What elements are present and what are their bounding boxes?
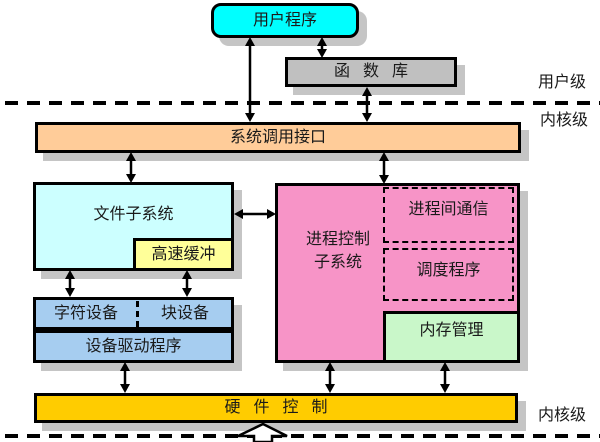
inter-process-communication-box: 进程间通信 xyxy=(383,187,514,243)
file-subsystem-label: 文件子系统 xyxy=(93,206,174,223)
inter-process-communication-label: 进程间通信 xyxy=(408,201,489,218)
memory-management-box: 内存管理 xyxy=(383,311,520,363)
character-device-cell: 字符设备 xyxy=(36,300,136,327)
process-control-subsystem-label: 进程控制 子系统 xyxy=(288,228,388,274)
user-program-label: 用户程序 xyxy=(252,11,317,29)
arrow-file-subsystem-char-device xyxy=(65,270,75,297)
user-program-box: 用户程序 xyxy=(211,3,359,38)
function-library-label: 函 数 库 xyxy=(333,63,408,81)
scheduler-label: 调度程序 xyxy=(416,262,481,279)
arrow-process-control-hardware xyxy=(325,362,335,393)
block-device-cell: 块设备 xyxy=(139,300,231,327)
hardware-control-label: 硬 件 控 制 xyxy=(224,399,328,417)
arrow-syscall-file-subsystem xyxy=(126,152,136,183)
device-row-box: 字符设备 块设备 xyxy=(33,297,234,330)
arrow-function-library-syscall xyxy=(362,87,372,122)
memory-management-label: 内存管理 xyxy=(419,322,484,339)
arrow-user-program-function-library xyxy=(317,37,327,58)
hardware-up-hollow-arrow xyxy=(237,422,288,442)
function-library-box: 函 数 库 xyxy=(285,57,457,87)
character-device-label: 字符设备 xyxy=(53,304,118,322)
hardware-control-box: 硬 件 控 制 xyxy=(34,393,518,423)
block-device-label: 块设备 xyxy=(160,304,209,322)
kernel-level-bottom-label: 内核级 xyxy=(538,407,587,424)
device-driver-box: 设备驱动程序 xyxy=(33,330,234,363)
arrow-buffer-cache-block-device xyxy=(182,270,192,297)
device-dashed-divider xyxy=(136,300,139,327)
arrow-memory-management-hardware xyxy=(440,362,450,393)
buffer-cache-label: 高速缓冲 xyxy=(151,245,216,263)
arrow-syscall-process-control xyxy=(379,152,389,184)
user-level-label: 用户级 xyxy=(538,74,587,91)
process-control-label-line1: 进程控制 xyxy=(305,231,370,248)
kernel-level-top-label: 内核级 xyxy=(540,112,589,129)
arrow-device-driver-hardware xyxy=(120,362,130,393)
buffer-cache-box: 高速缓冲 xyxy=(133,238,234,271)
scheduler-box: 调度程序 xyxy=(383,248,514,301)
device-driver-label: 设备驱动程序 xyxy=(85,337,182,355)
system-call-interface-label: 系统调用接口 xyxy=(229,128,326,146)
arrow-user-program-syscall xyxy=(245,37,255,122)
system-call-interface-box: 系统调用接口 xyxy=(35,122,521,153)
process-control-label-line2: 子系统 xyxy=(313,254,362,271)
arrow-file-subsystem-process-control xyxy=(234,209,276,219)
